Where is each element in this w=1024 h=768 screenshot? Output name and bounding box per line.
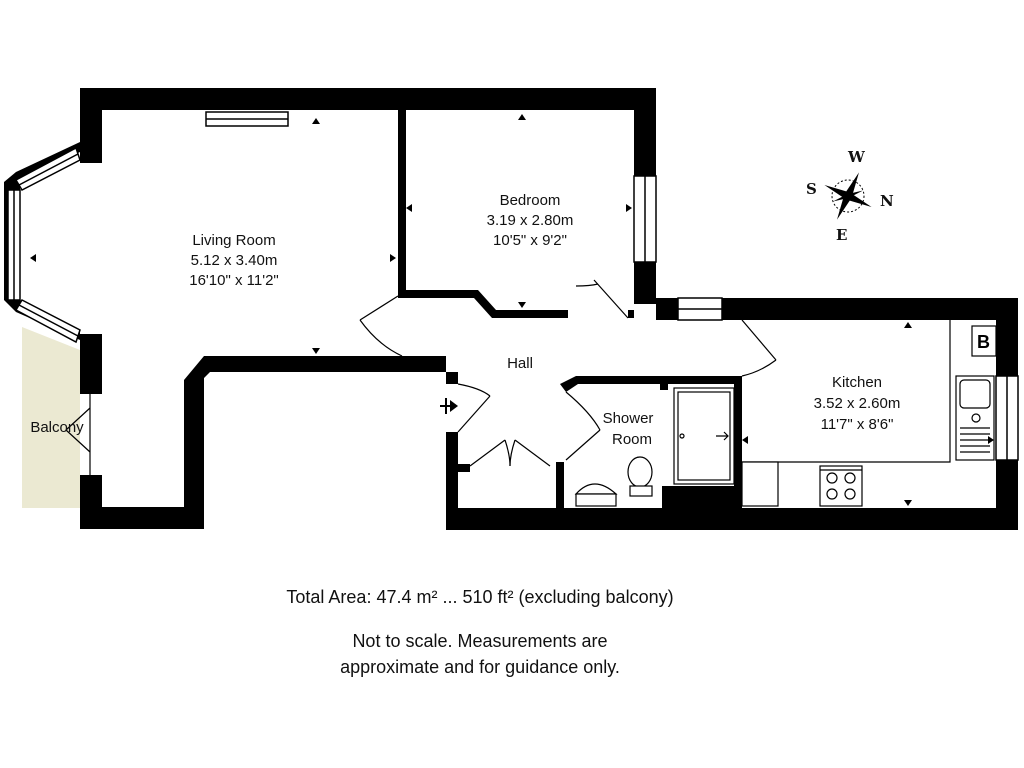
room-shower: Shower Room [603, 410, 654, 448]
kitchen-name: Kitchen [832, 374, 882, 391]
toilet [627, 456, 653, 488]
windows [7, 111, 1019, 461]
hall-name: Hall [507, 355, 533, 372]
shower-room-name-line1: Shower [603, 410, 654, 427]
washbasin [574, 483, 618, 495]
total-area: Total Area: 47.4 m² ... 510 ft² (excludi… [286, 587, 674, 607]
kitchen-metric: 3.52 x 2.60m [814, 395, 901, 412]
measurement-markers [30, 114, 994, 506]
balcony-name: Balcony [30, 419, 84, 436]
doors [65, 279, 777, 475]
bedroom-name: Bedroom [500, 192, 561, 209]
bedroom-imperial: 10'5" x 9'2" [493, 232, 567, 249]
walls [4, 88, 1018, 530]
fixtures [574, 320, 997, 507]
shower-room-name-line2: Room [612, 431, 652, 448]
hob [819, 465, 863, 507]
disclaimer-line2: approximate and for guidance only. [340, 657, 620, 677]
partitions [398, 110, 742, 508]
living-room-imperial: 16'10" x 11'2" [189, 272, 279, 289]
compass-icon [824, 172, 872, 220]
compass-east-label: E [836, 226, 847, 244]
disclaimer-line1: Not to scale. Measurements are [352, 631, 608, 651]
living-room-metric: 5.12 x 3.40m [191, 252, 278, 269]
room-kitchen: Kitchen 3.52 x 2.60m 11'7" x 8'6" [814, 374, 901, 433]
compass-west-label: W [847, 148, 866, 166]
entrance-arrow-icon [440, 398, 458, 414]
boiler [971, 325, 997, 357]
compass-south-label: S [806, 180, 817, 198]
boiler-label: B [977, 332, 990, 352]
bedroom-metric: 3.19 x 2.80m [487, 212, 574, 229]
balcony-area [22, 327, 80, 508]
kitchen-imperial: 11'7" x 8'6" [821, 416, 894, 433]
living-room-name: Living Room [192, 232, 275, 249]
room-living: Living Room 5.12 x 3.40m 16'10" x 11'2" [189, 232, 279, 289]
compass-north-label: N [880, 192, 894, 210]
room-bedroom: Bedroom 3.19 x 2.80m 10'5" x 9'2" [487, 192, 574, 249]
